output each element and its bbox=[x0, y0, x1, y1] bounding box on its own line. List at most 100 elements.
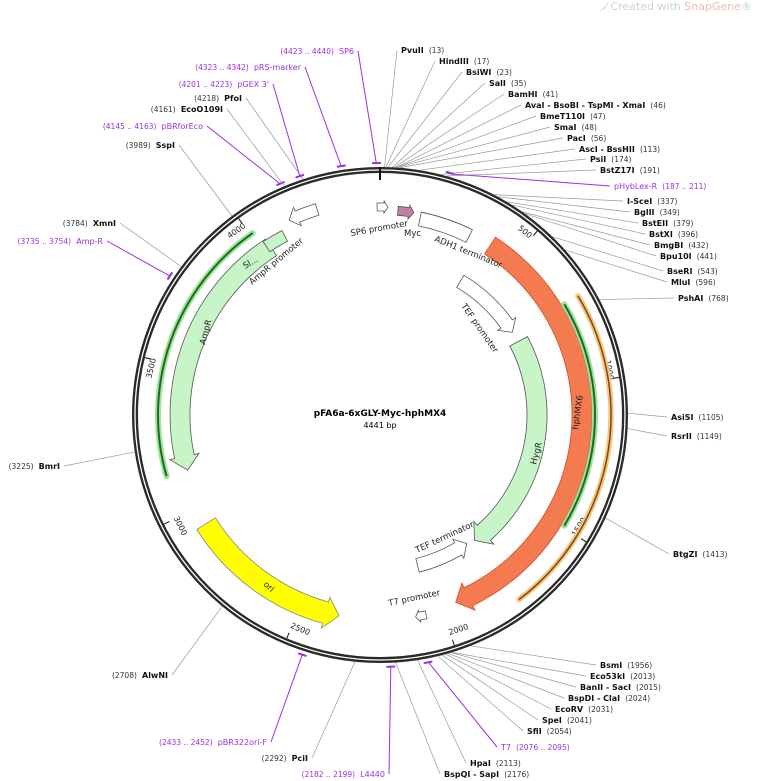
site-name: AvaI - BsoBI - TspMI - XmaI bbox=[525, 101, 645, 110]
site-name: BmrI bbox=[39, 462, 60, 471]
site-name: BstXI bbox=[649, 230, 673, 239]
leader-line bbox=[270, 653, 304, 743]
hygr-arrow bbox=[473, 336, 548, 545]
leader-line bbox=[272, 83, 301, 178]
leader-line bbox=[385, 60, 436, 168]
ampr-outer-track bbox=[157, 232, 254, 477]
leader-line bbox=[311, 661, 356, 759]
site-name: PshAI bbox=[678, 294, 703, 303]
enzyme-label-bsiwi: BsiWI (23) bbox=[466, 60, 512, 79]
enzyme-label-bsteii: BstEII (379) bbox=[642, 211, 693, 230]
enzyme-label-paci: PacI (56) bbox=[567, 126, 606, 145]
adh1-terminator-box bbox=[418, 211, 473, 243]
site-name: RsrII bbox=[671, 432, 692, 441]
tick-mark bbox=[144, 357, 151, 360]
leader-line bbox=[417, 659, 467, 764]
site-position: (3735 .. 3754) bbox=[18, 237, 72, 246]
signal-sequence-box bbox=[262, 229, 289, 253]
site-name: PacI bbox=[567, 134, 586, 143]
site-name: pBR322ori-F bbox=[218, 738, 268, 747]
leader-line bbox=[384, 49, 398, 168]
leader-line bbox=[396, 126, 551, 168]
enzyme-label-bmet110i: BmeT110I (47) bbox=[540, 104, 606, 123]
enzyme-label-ecorv: EcoRV (2031) bbox=[555, 697, 613, 716]
enzyme-label-hindiii: HindIII (17) bbox=[439, 49, 489, 68]
plasmid-name: pFA6a-6xGLY-Myc-hphMX4 bbox=[314, 409, 447, 419]
site-position: (379) bbox=[673, 219, 693, 228]
enzyme-label-bseri: BseRI (543) bbox=[667, 259, 718, 278]
hphmx6-arrow bbox=[455, 236, 593, 611]
enzyme-label-pshai: PshAI (768) bbox=[678, 286, 729, 305]
site-position: (1149) bbox=[697, 432, 722, 441]
site-position: (56) bbox=[591, 134, 606, 143]
leader-line bbox=[63, 451, 135, 467]
leader-line bbox=[552, 236, 664, 272]
leader-line bbox=[524, 213, 657, 257]
primer-binding-mark bbox=[295, 173, 305, 179]
site-position: (596) bbox=[695, 278, 715, 287]
leader-line bbox=[522, 211, 651, 246]
site-position: (23) bbox=[497, 68, 512, 77]
leader-line bbox=[451, 652, 587, 677]
primer-binding-mark bbox=[276, 180, 285, 187]
site-position: (432) bbox=[688, 241, 708, 250]
site-position: (2292) bbox=[262, 754, 287, 763]
leader-line bbox=[605, 517, 670, 555]
leader-line bbox=[178, 144, 233, 217]
site-position: (47) bbox=[590, 112, 605, 121]
primer-label-pbr322ori-f: (2433 .. 2452) pBR322ori-F bbox=[159, 730, 267, 749]
site-name: AscI - BssHII bbox=[579, 145, 635, 154]
enzyme-label-hpai: HpaI (2113) bbox=[470, 751, 521, 770]
ampr-arrow bbox=[168, 238, 278, 471]
leader-line bbox=[304, 66, 342, 168]
site-name: SP6 bbox=[339, 47, 354, 56]
snapgene-logo-icon: ⸝⁄ bbox=[599, 0, 607, 13]
leader-line bbox=[506, 201, 639, 224]
primer-binding-mark bbox=[297, 652, 307, 657]
site-position: (191) bbox=[640, 166, 660, 175]
site-position: (1956) bbox=[627, 661, 652, 670]
tick-mark bbox=[613, 376, 620, 379]
site-position: (2176) bbox=[504, 770, 529, 779]
site-position: (13) bbox=[429, 46, 444, 55]
site-position: (174) bbox=[611, 155, 631, 164]
enzyme-label-banii: BanII - SacI (2015) bbox=[580, 675, 661, 694]
watermark-suffix: ® bbox=[741, 0, 752, 13]
site-name: SalI bbox=[489, 79, 506, 88]
leader-line bbox=[445, 653, 552, 710]
site-name: XmnI bbox=[93, 219, 116, 228]
hphmx6-outer-track bbox=[518, 295, 612, 601]
leader-line bbox=[392, 82, 486, 168]
tick-mark bbox=[580, 538, 587, 543]
snapgene-watermark: ⸝⁄ Created with SnapGene® bbox=[600, 0, 752, 14]
enzyme-label-avai: AvaI - BsoBI - TspMI - XmaI (46) bbox=[525, 93, 666, 112]
enzyme-label-bsmi: BsmI (1956) bbox=[600, 653, 652, 672]
leader-line bbox=[447, 653, 565, 699]
leader-line bbox=[627, 428, 668, 437]
site-position: (2076 .. 2095) bbox=[516, 743, 570, 752]
enzyme-label-pvuii: PvuII (13) bbox=[401, 38, 444, 57]
enzyme-label-psii: PsiI (174) bbox=[590, 147, 632, 166]
sp6-promoter-arrow bbox=[376, 199, 389, 215]
tick-mark bbox=[238, 218, 243, 224]
site-name: EcoRV bbox=[555, 705, 584, 714]
enzyme-label-btgzi: BtgZI (1413) bbox=[673, 542, 728, 561]
site-name: I-SceI bbox=[627, 197, 652, 206]
site-name: BsiWI bbox=[466, 68, 491, 77]
site-position: (1413) bbox=[703, 550, 728, 559]
site-position: (41) bbox=[543, 90, 558, 99]
enzyme-label-rsrii: RsrII (1149) bbox=[671, 424, 722, 443]
site-position: (3225) bbox=[9, 462, 34, 471]
enzyme-label-smai: SmaI (48) bbox=[554, 115, 597, 134]
site-position: (2113) bbox=[496, 759, 521, 768]
leader-line bbox=[511, 204, 646, 235]
site-name: HindIII bbox=[439, 57, 469, 66]
leader-line bbox=[388, 665, 392, 775]
site-position: (3989) bbox=[126, 141, 151, 150]
leader-line bbox=[245, 97, 304, 180]
enzyme-label-pcii: (2292) PciI bbox=[262, 746, 308, 765]
leader-line bbox=[206, 125, 282, 185]
site-name: BstZ17I bbox=[600, 166, 635, 175]
site-name: L4440 bbox=[360, 770, 385, 779]
site-position: (187 .. 211) bbox=[662, 182, 706, 191]
